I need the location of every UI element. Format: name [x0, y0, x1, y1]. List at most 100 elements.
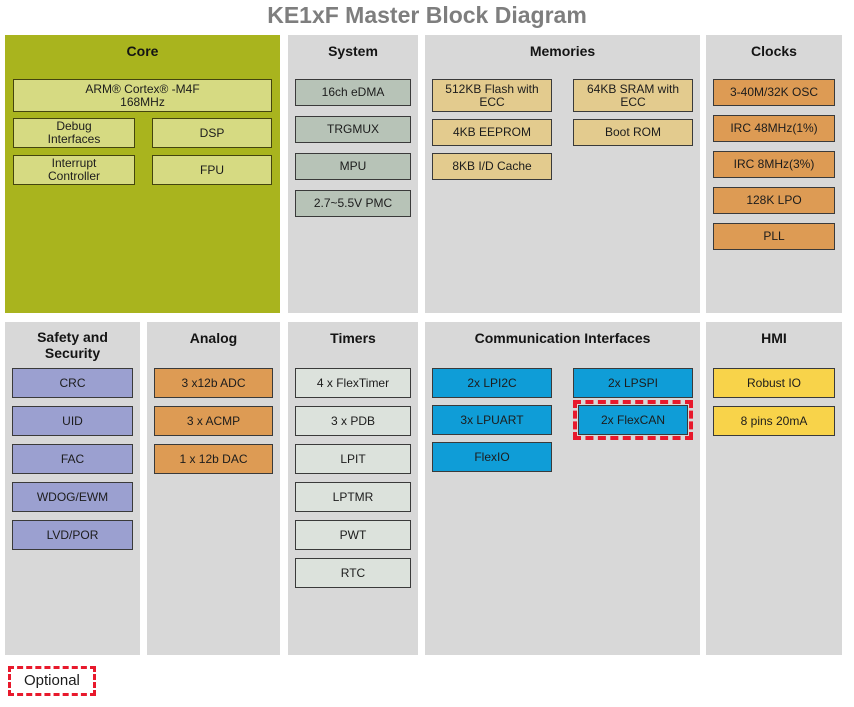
memories-column-left: 512KB Flash with ECC 4KB EEPROM 8KB I/D …	[432, 79, 552, 180]
block-label-line: ECC	[479, 94, 505, 109]
block-label: LVD/POR	[46, 527, 99, 542]
block-label: PWT	[339, 527, 367, 542]
panel-safety-title: Safety and Security	[37, 329, 108, 361]
block-dsp: DSP	[152, 118, 272, 148]
block-label: 16ch eDMA	[321, 85, 385, 99]
block-label: IRC 48MHz(1%)	[730, 121, 818, 135]
block-osc: 3-40M/32K OSC	[713, 79, 835, 106]
block-label: DSP	[199, 125, 225, 140]
block-fpu: FPU	[152, 155, 272, 185]
block-16ch-edma: 16ch eDMA	[295, 79, 411, 106]
panel-safety-security: Safety and Security CRC UID FAC WDOG/EWM…	[5, 322, 140, 655]
block-boot-rom: Boot ROM	[573, 119, 693, 146]
block-pdb: 3 x PDB	[295, 406, 411, 436]
block-label: CRC	[59, 375, 86, 390]
panel-communication-title: Communication Interfaces	[474, 330, 651, 346]
block-flexcan: 2x FlexCAN	[578, 405, 688, 435]
block-label: MPU	[339, 159, 367, 173]
panel-communication-interfaces: Communication Interfaces 2x LPI2C 3x LPU…	[425, 322, 700, 655]
block-acmp: 3 x ACMP	[154, 406, 273, 436]
communication-column-right: 2x LPSPI 2x FlexCAN	[573, 368, 693, 472]
block-flexio: FlexIO	[432, 442, 552, 472]
panel-clocks: Clocks 3-40M/32K OSC IRC 48MHz(1%) IRC 8…	[706, 35, 842, 313]
communication-column-left: 2x LPI2C 3x LPUART FlexIO	[432, 368, 552, 472]
block-label-line: 64KB SRAM with	[586, 81, 680, 96]
core-row: Debug Interfaces DSP	[5, 118, 280, 148]
block-trgmux: TRGMUX	[295, 116, 411, 143]
block-label-line: 512KB Flash with	[445, 81, 539, 96]
block-label: 128K LPO	[746, 193, 802, 207]
block-label: IRC 8MHz(3%)	[733, 157, 815, 171]
block-label-line: ECC	[620, 94, 646, 109]
panel-clocks-title: Clocks	[751, 43, 797, 59]
block-pll: PLL	[713, 223, 835, 250]
block-irc-8mhz: IRC 8MHz(3%)	[713, 151, 835, 178]
block-label: UID	[62, 413, 83, 428]
panel-hmi: HMI Robust IO 8 pins 20mA	[706, 322, 842, 655]
block-label: 3-40M/32K OSC	[729, 85, 819, 99]
core-row: Interrupt Controller FPU	[5, 155, 280, 185]
block-label: 3x LPUART	[460, 412, 524, 427]
block-rtc: RTC	[295, 558, 411, 588]
block-mpu: MPU	[295, 153, 411, 180]
block-label: LPTMR	[332, 489, 374, 504]
block-8kb-id-cache: 8KB I/D Cache	[432, 153, 552, 180]
block-label: 4KB EEPROM	[452, 125, 532, 139]
panel-system-title: System	[328, 43, 378, 59]
block-lpi2c: 2x LPI2C	[432, 368, 552, 398]
block-wdog-ewm: WDOG/EWM	[12, 482, 133, 512]
optional-legend: Optional	[8, 666, 96, 696]
block-label-line: ARM® Cortex® -M4F	[85, 81, 200, 96]
block-label: 1 x 12b DAC	[179, 451, 248, 466]
block-4kb-eeprom: 4KB EEPROM	[432, 119, 552, 146]
block-8pins-20ma: 8 pins 20mA	[713, 406, 835, 436]
block-robust-io: Robust IO	[713, 368, 835, 398]
block-lpit: LPIT	[295, 444, 411, 474]
block-label: TRGMUX	[327, 122, 379, 136]
panel-timers-title: Timers	[330, 330, 376, 346]
block-label: Boot ROM	[604, 125, 661, 139]
block-label-line: Controller	[47, 169, 101, 183]
block-label: 3 x ACMP	[186, 413, 241, 428]
block-uid: UID	[12, 406, 133, 436]
block-interrupt-controller: Interrupt Controller	[13, 155, 135, 185]
block-debug-interfaces: Debug Interfaces	[13, 118, 135, 148]
block-label: 2x FlexCAN	[600, 412, 665, 427]
block-crc: CRC	[12, 368, 133, 398]
block-64kb-sram-ecc: 64KB SRAM with ECC	[573, 79, 693, 112]
panel-system: System 16ch eDMA TRGMUX MPU 2.7~5.5V PMC	[288, 35, 418, 313]
diagram-title: KE1xF Master Block Diagram	[267, 2, 587, 28]
optional-dashed-outline: 2x FlexCAN	[573, 400, 693, 440]
optional-legend-label: Optional	[24, 672, 80, 689]
block-label: FlexIO	[474, 449, 510, 464]
block-pmc: 2.7~5.5V PMC	[295, 190, 411, 217]
block-label-line: Debug	[56, 119, 92, 133]
block-irc-48mhz: IRC 48MHz(1%)	[713, 115, 835, 142]
block-label: 2x LPI2C	[467, 375, 517, 390]
block-512kb-flash-ecc: 512KB Flash with ECC	[432, 79, 552, 112]
block-label: 2.7~5.5V PMC	[313, 196, 393, 210]
block-lpuart: 3x LPUART	[432, 405, 552, 435]
panel-memories: Memories 512KB Flash with ECC 4KB EEPROM…	[425, 35, 700, 313]
block-label: LPIT	[340, 451, 366, 466]
panel-analog-title: Analog	[189, 330, 238, 346]
block-fac: FAC	[12, 444, 133, 474]
block-label: 3 x12b ADC	[181, 375, 246, 390]
block-label: RTC	[340, 565, 366, 580]
block-label: WDOG/EWM	[36, 489, 109, 504]
block-arm-cortex-m4f: ARM® Cortex® -M4F 168MHz	[13, 79, 272, 112]
block-label: PLL	[763, 229, 785, 243]
block-flextimer: 4 x FlexTimer	[295, 368, 411, 398]
block-label: 8KB I/D Cache	[452, 159, 532, 173]
block-label: FPU	[200, 162, 224, 177]
block-128k-lpo: 128K LPO	[713, 187, 835, 214]
block-adc: 3 x12b ADC	[154, 368, 273, 398]
block-label: 8 pins 20mA	[740, 413, 808, 428]
block-label-line: Interrupt	[51, 156, 97, 170]
block-pwt: PWT	[295, 520, 411, 550]
memories-column-right: 64KB SRAM with ECC Boot ROM	[573, 79, 693, 180]
block-label: Robust IO	[746, 375, 802, 390]
block-lpspi: 2x LPSPI	[573, 368, 693, 398]
block-label: 3 x PDB	[330, 413, 375, 428]
